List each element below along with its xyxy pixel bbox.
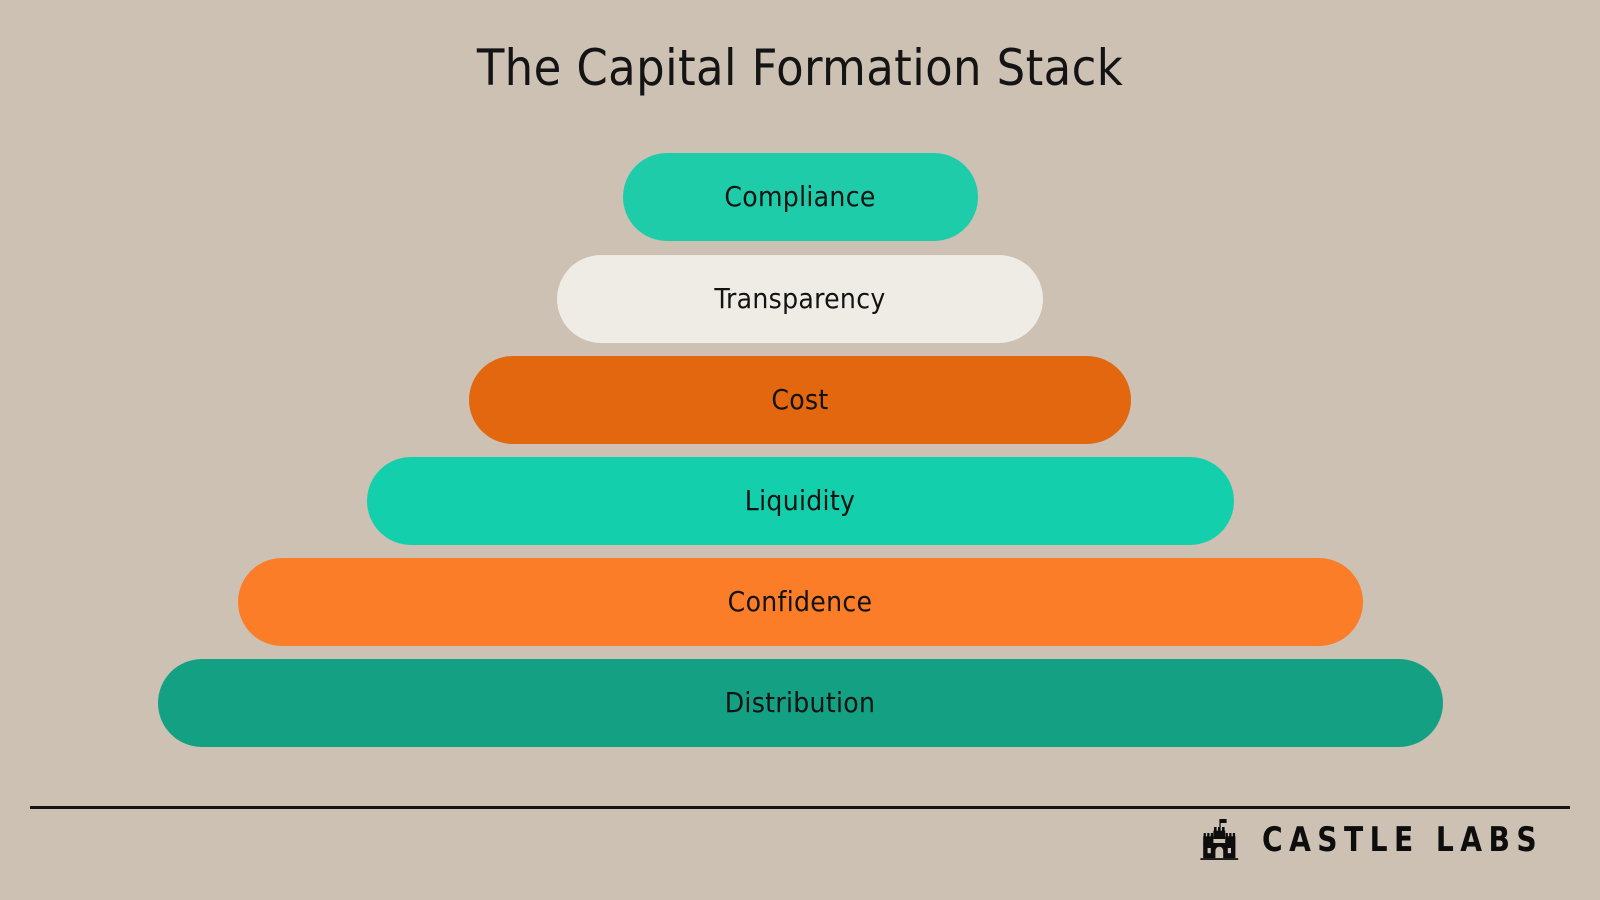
stack-row: Liquidity [0,457,1600,545]
stack-bar-label: Transparency [714,282,886,315]
brand-logo: CASTLE LABS [1196,812,1568,868]
stack-bar-liquidity[interactable]: Liquidity [366,457,1234,545]
stack-bar-label: Cost [771,383,829,416]
page-title: The Capital Formation Stack [476,39,1124,97]
stack-row: Cost [0,356,1600,444]
stack-bar-label: Liquidity [744,484,856,517]
stack-bar-transparency[interactable]: Transparency [557,255,1043,343]
stack-row: Confidence [0,558,1600,646]
stack-row: Distribution [0,659,1600,747]
stack-bar-confidence[interactable]: Confidence [237,558,1363,646]
footer-divider [30,806,1570,809]
stack-row: Compliance [0,153,1600,241]
castle-icon [1196,818,1246,862]
stack-bar-label: Confidence [727,585,873,618]
capital-formation-stack: Compliance Transparency Cost Liquidity C… [0,153,1600,753]
stack-bar-distribution[interactable]: Distribution [157,659,1443,747]
stack-bar-label: Compliance [724,180,876,213]
stack-bar-label: Distribution [724,686,876,719]
stack-bar-cost[interactable]: Cost [469,356,1131,444]
stack-row: Transparency [0,255,1600,343]
brand-name: CASTLE LABS [1262,820,1544,860]
stack-bar-compliance[interactable]: Compliance [622,153,978,241]
